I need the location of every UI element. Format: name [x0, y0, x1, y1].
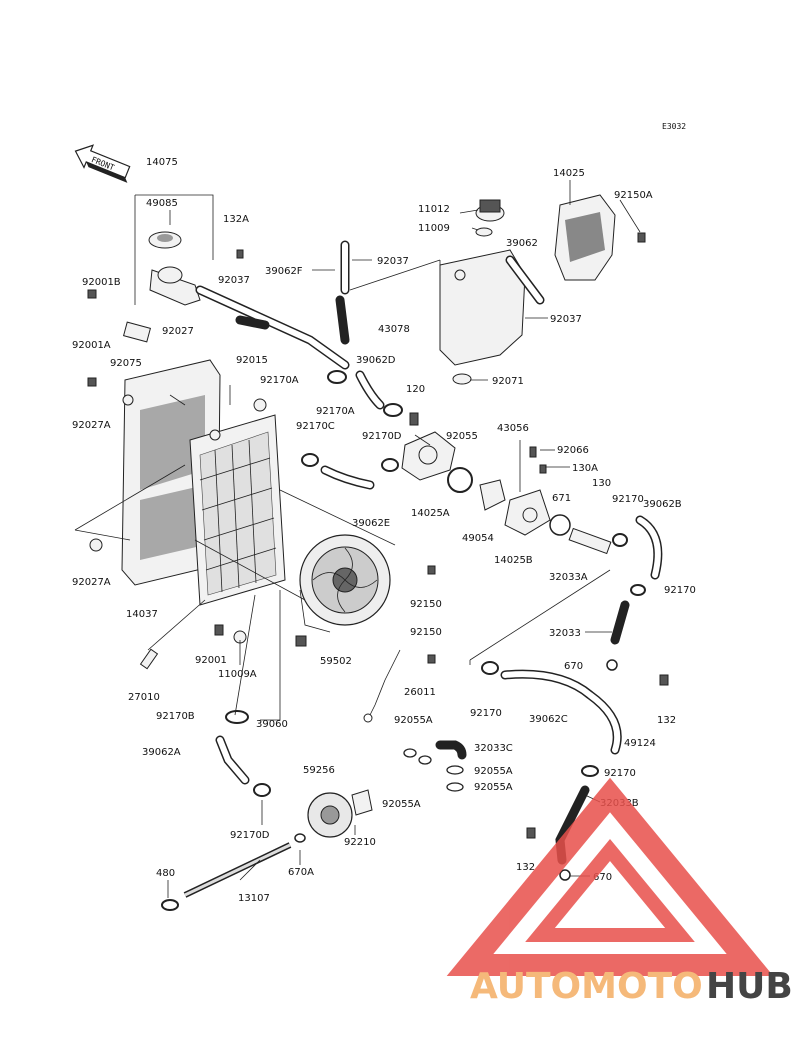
- label-92027a-b: 92027A: [72, 577, 111, 588]
- label-14025: 14025: [553, 168, 585, 179]
- label-32033: 32033: [549, 628, 581, 639]
- label-39062c: 39062C: [529, 714, 568, 725]
- label-92055a-a: 92055A: [394, 715, 433, 726]
- hose-clamps: [225, 370, 646, 797]
- label-92150a: 92150A: [614, 190, 653, 201]
- label-92055a-c: 92055A: [474, 782, 513, 793]
- label-14075: 14075: [146, 157, 178, 168]
- watermark-text-part1: AUTOMOTO: [470, 966, 703, 1007]
- label-49124: 49124: [624, 738, 656, 749]
- label-92037-a: 92037: [218, 275, 250, 286]
- label-92001: 92001: [195, 655, 227, 666]
- label-39062f: 39062F: [265, 266, 303, 277]
- o-rings: [403, 748, 464, 792]
- label-92015: 92015: [236, 355, 268, 366]
- leader-lines: [74, 180, 641, 898]
- label-59502: 59502: [320, 656, 352, 667]
- label-132-b: 132: [516, 862, 535, 873]
- label-32033a: 32033A: [549, 572, 588, 583]
- part-labels: 14075 49085 132A 92001B 92037 92027 9200…: [72, 157, 696, 904]
- label-92170b: 92170B: [156, 711, 195, 722]
- label-59256: 59256: [303, 765, 335, 776]
- label-49085: 49085: [146, 198, 178, 209]
- label-132-a: 132: [657, 715, 676, 726]
- label-92170-d: 92170: [604, 768, 636, 779]
- label-49054: 49054: [462, 533, 494, 544]
- label-39060: 39060: [256, 719, 288, 730]
- label-670-b: 670: [593, 872, 612, 883]
- reservoir-tank: [439, 199, 526, 366]
- label-670a: 670A: [288, 867, 314, 878]
- label-14025b: 14025B: [494, 555, 533, 566]
- label-11009a: 11009A: [218, 669, 257, 680]
- label-39062d: 39062D: [356, 355, 396, 366]
- label-11012: 11012: [418, 204, 450, 215]
- label-92170d-a: 92170D: [362, 431, 402, 442]
- label-39062: 39062: [506, 238, 538, 249]
- label-14025a: 14025A: [411, 508, 450, 519]
- label-27010: 27010: [128, 692, 160, 703]
- label-480: 480: [156, 868, 175, 879]
- label-26011: 26011: [404, 687, 436, 698]
- label-92170a-b: 92170A: [316, 406, 355, 417]
- label-92001b: 92001B: [82, 277, 121, 288]
- label-39062e: 39062E: [352, 518, 390, 529]
- label-92170-a: 92170: [612, 494, 644, 505]
- label-92027a-a: 92027A: [72, 420, 111, 431]
- label-670: 670: [564, 661, 583, 672]
- label-92055: 92055: [446, 431, 478, 442]
- label-39062a: 39062A: [142, 747, 181, 758]
- thermostat-housing: [401, 431, 612, 555]
- watermark-triangle-icon: [446, 777, 774, 976]
- label-92055a-b: 92055A: [474, 766, 513, 777]
- label-92170d-b: 92170D: [230, 830, 270, 841]
- label-671: 671: [552, 493, 571, 504]
- label-32033c: 32033C: [474, 743, 513, 754]
- label-92170-c: 92170: [470, 708, 502, 719]
- radiator-filler-neck: [122, 231, 201, 343]
- label-92071: 92071: [492, 376, 524, 387]
- label-92037-c: 92037: [550, 314, 582, 325]
- label-92027: 92027: [162, 326, 194, 337]
- radiator-core: [189, 398, 286, 606]
- reservoir-cover: [554, 194, 616, 281]
- small-fasteners: [87, 232, 669, 881]
- watermark-text-part2: HUB: [706, 966, 793, 1007]
- label-92150-a: 92150: [410, 599, 442, 610]
- label-92170-b: 92170: [664, 585, 696, 596]
- label-120: 120: [406, 384, 425, 395]
- label-130a: 130A: [572, 463, 598, 474]
- label-92150-b: 92150: [410, 627, 442, 638]
- label-92170c: 92170C: [296, 421, 335, 432]
- label-11009: 11009: [418, 223, 450, 234]
- label-43056: 43056: [497, 423, 529, 434]
- watermark-logo: AUTOMOTO HUB: [446, 777, 793, 1007]
- water-pump-shaft: [161, 833, 306, 911]
- fan-assembly: [295, 534, 391, 647]
- front-arrow-icon: FRONT: [74, 144, 131, 183]
- label-92001a: 92001A: [72, 340, 111, 351]
- label-130: 130: [592, 478, 611, 489]
- label-43078: 43078: [378, 324, 410, 335]
- label-132a: 132A: [223, 214, 249, 225]
- label-39062b: 39062B: [643, 499, 682, 510]
- label-14037: 14037: [126, 609, 158, 620]
- label-92170a-a: 92170A: [260, 375, 299, 386]
- label-92210: 92210: [344, 837, 376, 848]
- label-92037-b: 92037: [377, 256, 409, 267]
- label-92055a-d: 92055A: [382, 799, 421, 810]
- label-13107: 13107: [238, 893, 270, 904]
- water-pump-impeller: [307, 789, 373, 838]
- diagram-code: E3032: [662, 122, 686, 131]
- label-92066: 92066: [557, 445, 589, 456]
- label-92075: 92075: [110, 358, 142, 369]
